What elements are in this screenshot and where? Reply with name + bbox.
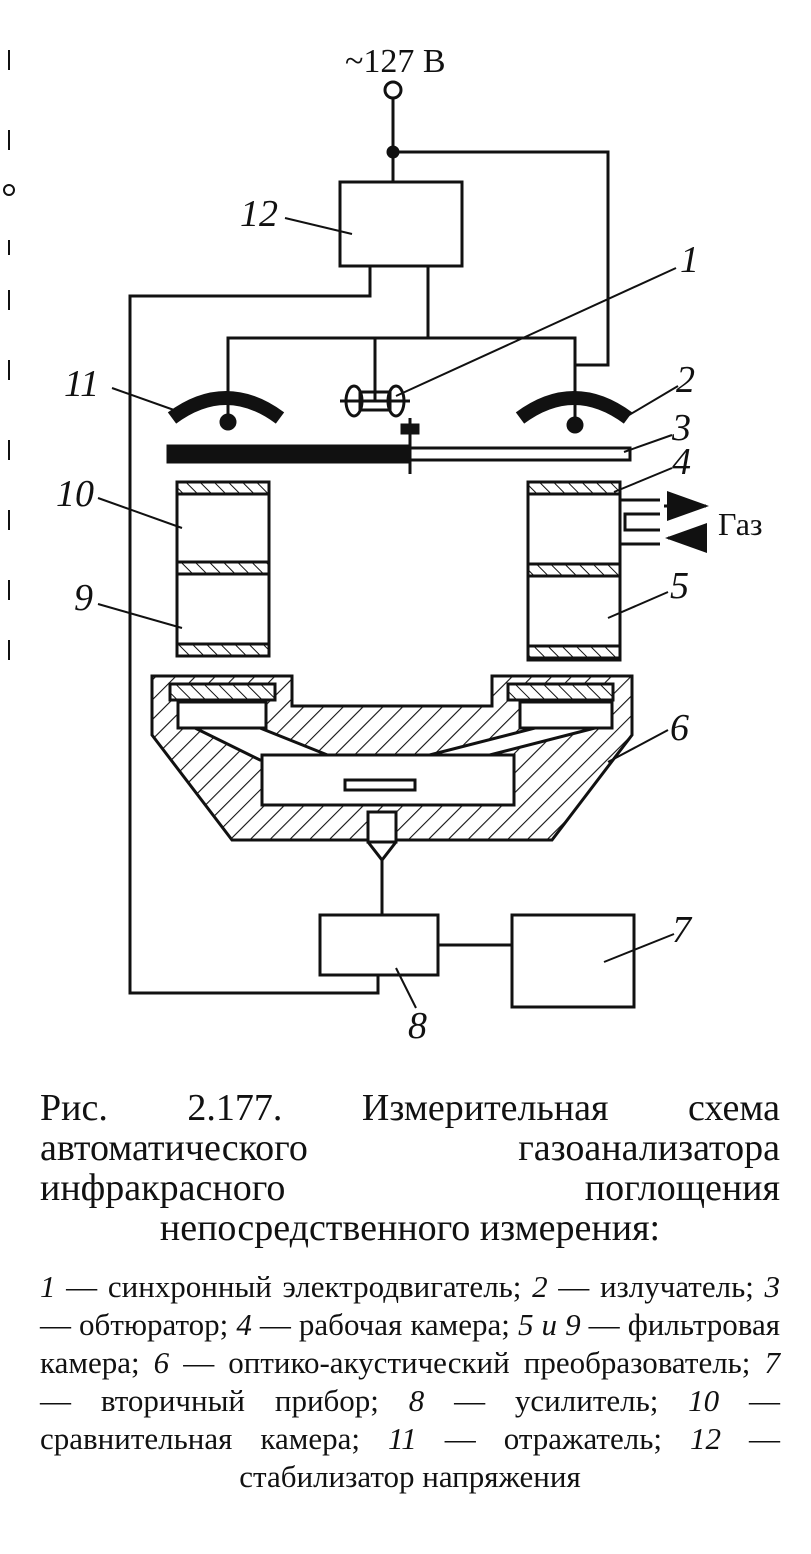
label-4: 4 <box>672 441 691 483</box>
legend-item: 10 — сравнительная камера; <box>40 1383 780 1456</box>
window-mid-right <box>526 562 622 578</box>
legend-item-text: — рабочая камера; <box>251 1307 518 1342</box>
figure-caption: Рис. 2.177. Измерительная схема автомати… <box>40 1087 780 1249</box>
schematic: ~127 В Газ 12 1 11 2 3 4 10 5 9 6 7 8 <box>56 43 763 1047</box>
converter-window-left <box>168 682 277 702</box>
legend-item-number: 1 <box>40 1269 56 1304</box>
window-top-left <box>175 480 271 496</box>
reflector-11-lamp <box>219 413 237 431</box>
legend-item: 8 — усилитель; <box>409 1383 688 1418</box>
legend-item-text: — оптико-акустический преобразователь; <box>169 1345 765 1380</box>
emitter-2-lamp <box>566 416 584 434</box>
supply-voltage-label: ~127 В <box>345 43 446 80</box>
legend-item-number: 10 <box>688 1383 720 1418</box>
window-top-right <box>526 480 622 496</box>
legend-item-text: — излучатель; <box>547 1269 765 1304</box>
legend-item: 4 — рабочая камера; <box>236 1307 518 1342</box>
legend-item-number: 4 <box>236 1307 252 1342</box>
legend-item-text: — синхронный электродвигатель; <box>55 1269 533 1304</box>
membrane <box>343 778 417 792</box>
legend-item-number: 5 и 9 <box>517 1307 581 1342</box>
figure-legend: 1 — синхронный электродвигатель; 2 — изл… <box>40 1268 780 1496</box>
label-11: 11 <box>64 363 99 405</box>
legend-item-text: — усилитель; <box>424 1383 689 1418</box>
gas-label: Газ <box>718 506 763 542</box>
legend-item-text: — обтюратор; <box>40 1307 237 1342</box>
reflector-11 <box>167 391 285 424</box>
legend-item: 3 — обтюратор; <box>40 1269 780 1342</box>
obturator-3-blade <box>406 446 632 462</box>
legend-item-number: 7 <box>764 1345 780 1380</box>
label-8: 8 <box>408 1005 427 1047</box>
legend-item: 5 и 9 — фильтровая камера; <box>40 1307 780 1380</box>
label-12: 12 <box>240 193 278 235</box>
block-7-secondary-device <box>510 913 636 1009</box>
window-bottom-left <box>175 642 271 658</box>
label-6: 6 <box>670 707 689 749</box>
legend-item-text: — сравнительная камера; <box>40 1383 780 1456</box>
legend-item-number: 11 <box>388 1421 417 1456</box>
supply-terminal <box>383 80 403 100</box>
converter-cavity-right <box>518 700 614 730</box>
legend-item-number: 2 <box>532 1269 548 1304</box>
converter-window-right <box>506 682 615 702</box>
window-bottom-right <box>526 644 622 660</box>
block-12-stabilizer <box>338 180 464 268</box>
legend-item-text: — фильтровая камера; <box>40 1307 781 1380</box>
legend-item-text: — стабилизатор напряжения <box>239 1421 780 1494</box>
legend-item-number: 12 <box>689 1421 721 1456</box>
legend-item: 11 — отражатель; <box>388 1421 690 1456</box>
legend-item-number: 6 <box>153 1345 170 1380</box>
block-8-amplifier <box>318 913 440 977</box>
microphone-stem <box>366 810 398 844</box>
right-feed-wire <box>393 150 610 367</box>
stabilizer-to-reflector-wire <box>226 266 430 420</box>
label-7: 7 <box>672 909 693 951</box>
label-3: 3 <box>671 407 691 449</box>
left-return-wire <box>128 266 380 995</box>
label-2: 2 <box>676 359 695 401</box>
label-5: 5 <box>670 565 689 607</box>
legend-item-number: 8 <box>408 1383 425 1418</box>
label-10: 10 <box>56 473 94 515</box>
motor-1 <box>340 384 410 418</box>
legend-item: 7 — вторичный прибор; <box>40 1345 780 1418</box>
emitter-2 <box>515 391 633 424</box>
microphone-tip <box>366 841 398 863</box>
label-1: 1 <box>680 239 699 281</box>
legend-item: 1 — синхронный электродвигатель; <box>40 1269 532 1304</box>
gas-port <box>623 512 660 532</box>
legend-item: 6 — оптико-акустический преобразователь; <box>154 1345 765 1380</box>
legend-item-text: — вторичный прибор; <box>40 1383 409 1418</box>
obturator-3-dark <box>166 444 410 464</box>
legend-item: 12 — стабилизатор напряжения <box>239 1421 780 1494</box>
legend-item-number: 3 <box>764 1269 781 1304</box>
window-mid-left <box>175 560 271 576</box>
legend-item-text: — отражатель; <box>416 1421 690 1456</box>
scan-edge-artifact <box>0 40 20 680</box>
leader-lines <box>97 217 679 1009</box>
legend-item: 2 — излучатель; <box>532 1269 764 1304</box>
label-9: 9 <box>74 577 93 619</box>
scan-edge-marks <box>3 50 15 660</box>
converter-cavity-left <box>176 700 268 730</box>
obturator-hub <box>400 423 420 435</box>
